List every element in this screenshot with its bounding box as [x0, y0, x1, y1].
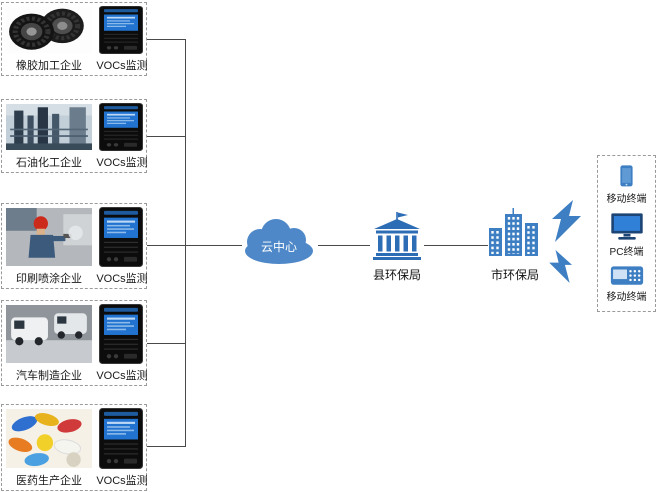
enterprise-box-automobile: 汽车制造企业 VOCs监测	[1, 300, 148, 386]
spray-worker-photo	[6, 208, 92, 266]
connector-line	[147, 39, 185, 40]
refinery-photo	[6, 104, 92, 150]
vocs-monitor-device	[99, 408, 143, 469]
pills-photo	[6, 409, 92, 468]
enterprise-label: 石油化工企业	[16, 157, 82, 169]
terminal-label: 移动终端	[606, 193, 647, 205]
device-label: VOCs监测	[96, 60, 148, 72]
terminal-label: 移动终端	[606, 292, 647, 303]
connector-line	[318, 245, 370, 246]
vocs-monitor-device	[99, 207, 143, 267]
enterprise-box-rubber: 橡胶加工企业 VOCs监测	[1, 2, 148, 76]
connector-line	[147, 343, 185, 344]
device-label: VOCs监测	[96, 370, 148, 382]
enterprise-box-petrochemical: 石油化工企业 VOCs监测	[1, 99, 148, 173]
connector-line	[147, 245, 242, 246]
cloud-center-icon: 云中心	[240, 216, 318, 268]
vocs-monitor-device	[99, 6, 143, 54]
vocs-monitor-device	[99, 103, 143, 151]
city-bureau-label: 市环保局	[490, 268, 539, 282]
cloud-center-label: 云中心	[260, 240, 297, 254]
vocs-monitor-device	[99, 304, 143, 364]
device-label: VOCs监测	[96, 273, 148, 285]
terminal-label: PC终端	[609, 246, 644, 258]
connector-line	[424, 245, 488, 246]
bus-line	[185, 39, 186, 447]
government-building-icon	[370, 212, 424, 260]
lightning-icon	[548, 200, 584, 242]
enterprise-label: 印刷喷涂企业	[16, 273, 82, 285]
lightning-icon	[546, 250, 576, 283]
smartphone-icon	[620, 165, 633, 187]
tire-photo	[6, 7, 92, 53]
enterprise-box-pharma: 医药生产企业 VOCs监测	[1, 404, 148, 491]
pc-monitor-icon	[610, 213, 643, 240]
terminals-box: 移动终端 PC终端 移动终端	[597, 155, 656, 312]
connector-line	[147, 136, 185, 137]
enterprise-box-printing: 印刷喷涂企业 VOCs监测	[1, 203, 148, 289]
device-label: VOCs监测	[96, 475, 148, 487]
car-factory-photo	[6, 305, 92, 363]
city-buildings-icon	[488, 206, 540, 258]
connector-line	[147, 446, 185, 447]
enterprise-label: 医药生产企业	[16, 475, 82, 487]
handheld-terminal-icon	[610, 266, 643, 285]
enterprise-label: 汽车制造企业	[16, 370, 82, 382]
county-bureau-label: 县环保局	[372, 268, 421, 282]
device-label: VOCs监测	[96, 157, 148, 169]
enterprise-label: 橡胶加工企业	[16, 60, 82, 72]
